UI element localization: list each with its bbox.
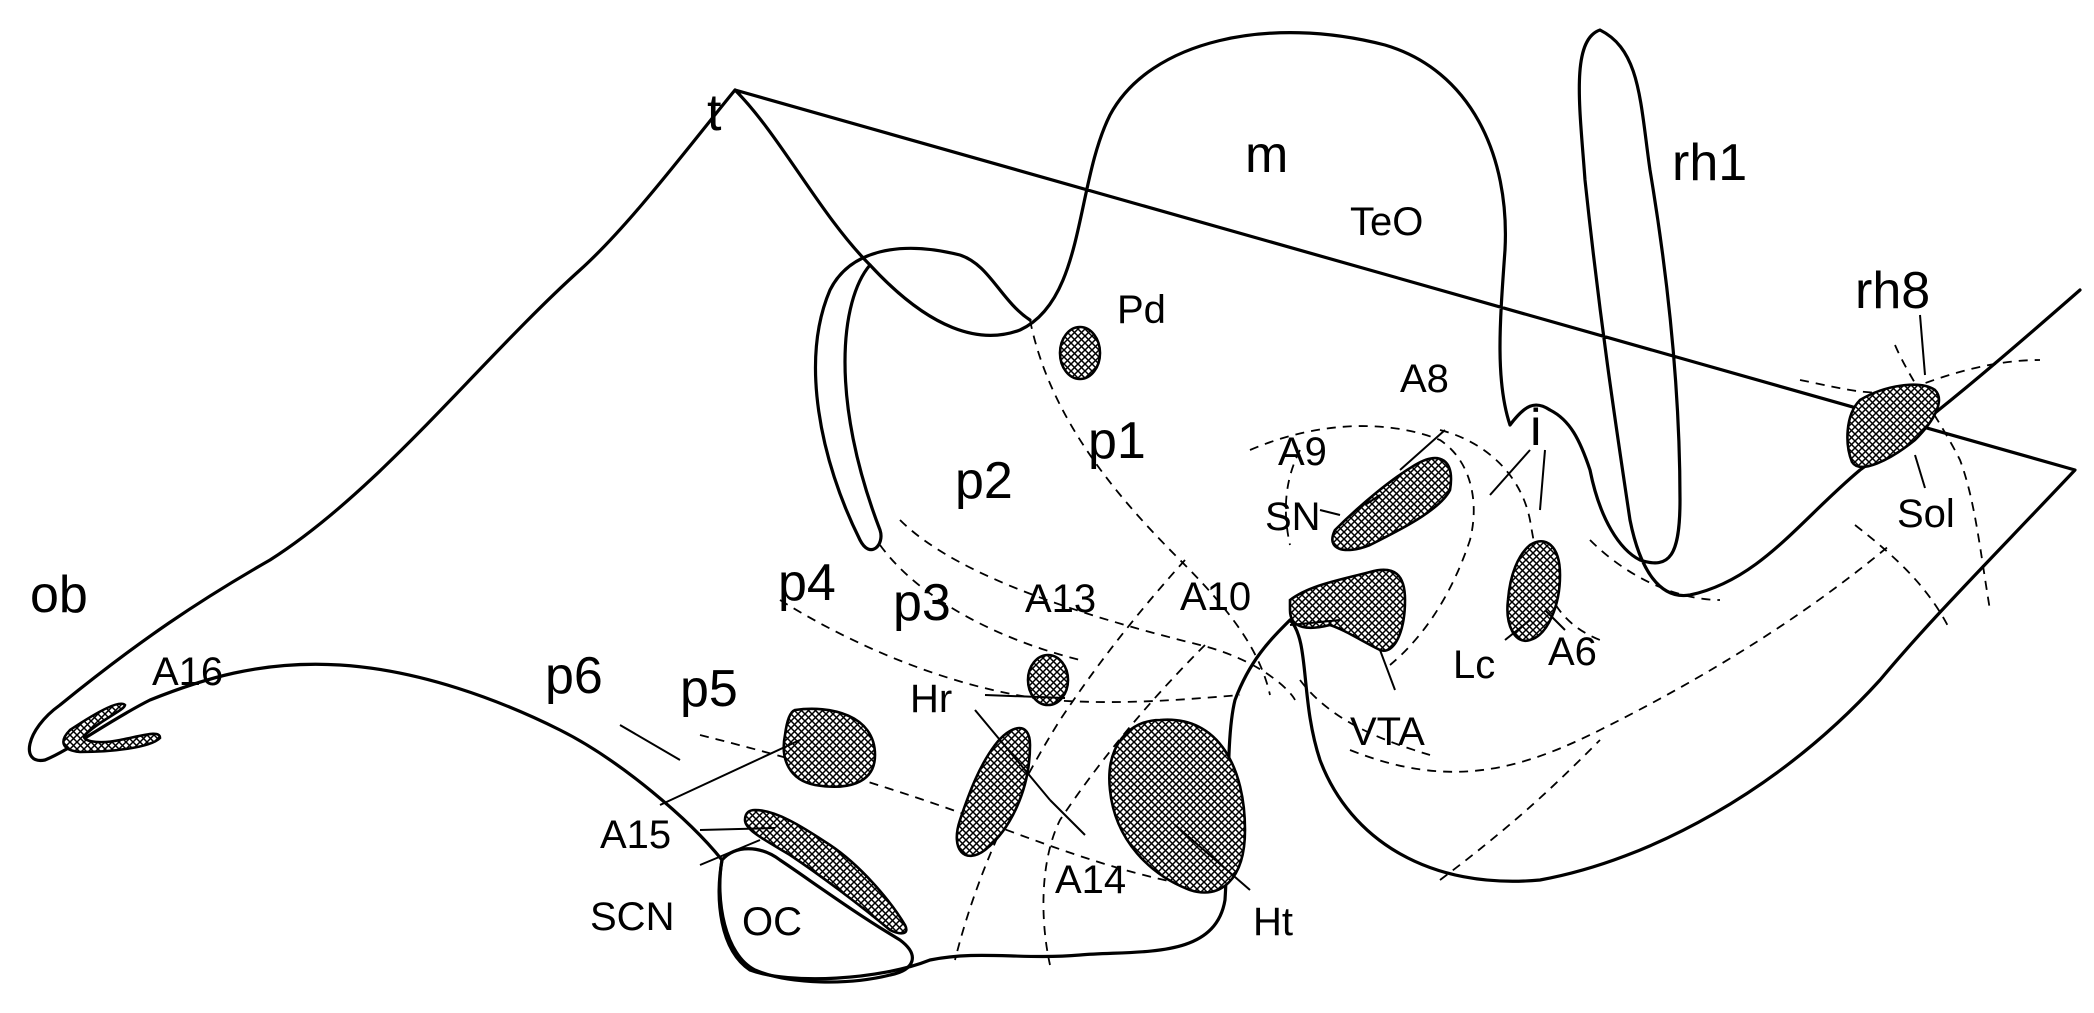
labels: t m rh1 rh8 ob p1 p2 p3 p4 p5 p6 i TeO P… bbox=[30, 84, 1955, 944]
label-teo: TeO bbox=[1350, 200, 1423, 244]
a13-nucleus bbox=[1026, 653, 1070, 707]
label-sol: Sol bbox=[1897, 492, 1955, 536]
label-vta: VTA bbox=[1350, 710, 1425, 754]
label-rh8: rh8 bbox=[1855, 262, 1930, 320]
leader-lines bbox=[619, 314, 1926, 891]
label-oc: OC bbox=[742, 900, 802, 944]
optic-chiasm-outline bbox=[718, 847, 914, 984]
label-rh1: rh1 bbox=[1672, 134, 1747, 192]
nuclei-shapes bbox=[62, 325, 1941, 935]
pd-nucleus bbox=[1058, 325, 1102, 381]
sol-nucleus bbox=[1846, 383, 1941, 469]
vta-a10-nucleus bbox=[1288, 568, 1407, 652]
label-p2: p2 bbox=[955, 452, 1013, 510]
a16-nucleus bbox=[62, 702, 162, 754]
label-ob: ob bbox=[30, 566, 88, 624]
label-p5: p5 bbox=[680, 660, 738, 718]
label-p6: p6 bbox=[545, 647, 603, 705]
label-a16: A16 bbox=[152, 650, 223, 694]
label-a13: A13 bbox=[1025, 577, 1096, 621]
label-a8: A8 bbox=[1400, 357, 1449, 401]
sn-a9-nucleus bbox=[1331, 456, 1453, 552]
label-i: i bbox=[1530, 399, 1542, 457]
label-a9: A9 bbox=[1278, 430, 1327, 474]
brain-outline bbox=[27, 28, 2082, 981]
label-pd: Pd bbox=[1117, 288, 1166, 332]
label-ht: Ht bbox=[1253, 900, 1293, 944]
scn-nucleus bbox=[743, 808, 908, 935]
a14-nucleus bbox=[955, 726, 1032, 858]
a15-nucleus bbox=[782, 707, 877, 788]
label-a15: A15 bbox=[600, 813, 671, 857]
label-p4: p4 bbox=[778, 554, 836, 612]
label-a14: A14 bbox=[1055, 858, 1126, 902]
ht-nucleus bbox=[1108, 718, 1247, 894]
label-p3: p3 bbox=[893, 574, 951, 632]
label-m: m bbox=[1245, 126, 1288, 184]
label-a6: A6 bbox=[1548, 630, 1597, 674]
label-a10: A10 bbox=[1180, 575, 1251, 619]
label-t: t bbox=[707, 84, 722, 142]
telencephalon-fold bbox=[814, 246, 1032, 552]
label-p1: p1 bbox=[1088, 412, 1146, 470]
label-hr: Hr bbox=[910, 677, 952, 721]
label-sn: SN bbox=[1265, 495, 1321, 539]
label-lc: Lc bbox=[1453, 643, 1495, 687]
label-scn: SCN bbox=[590, 895, 674, 939]
lc-a6-nucleus bbox=[1506, 540, 1562, 643]
